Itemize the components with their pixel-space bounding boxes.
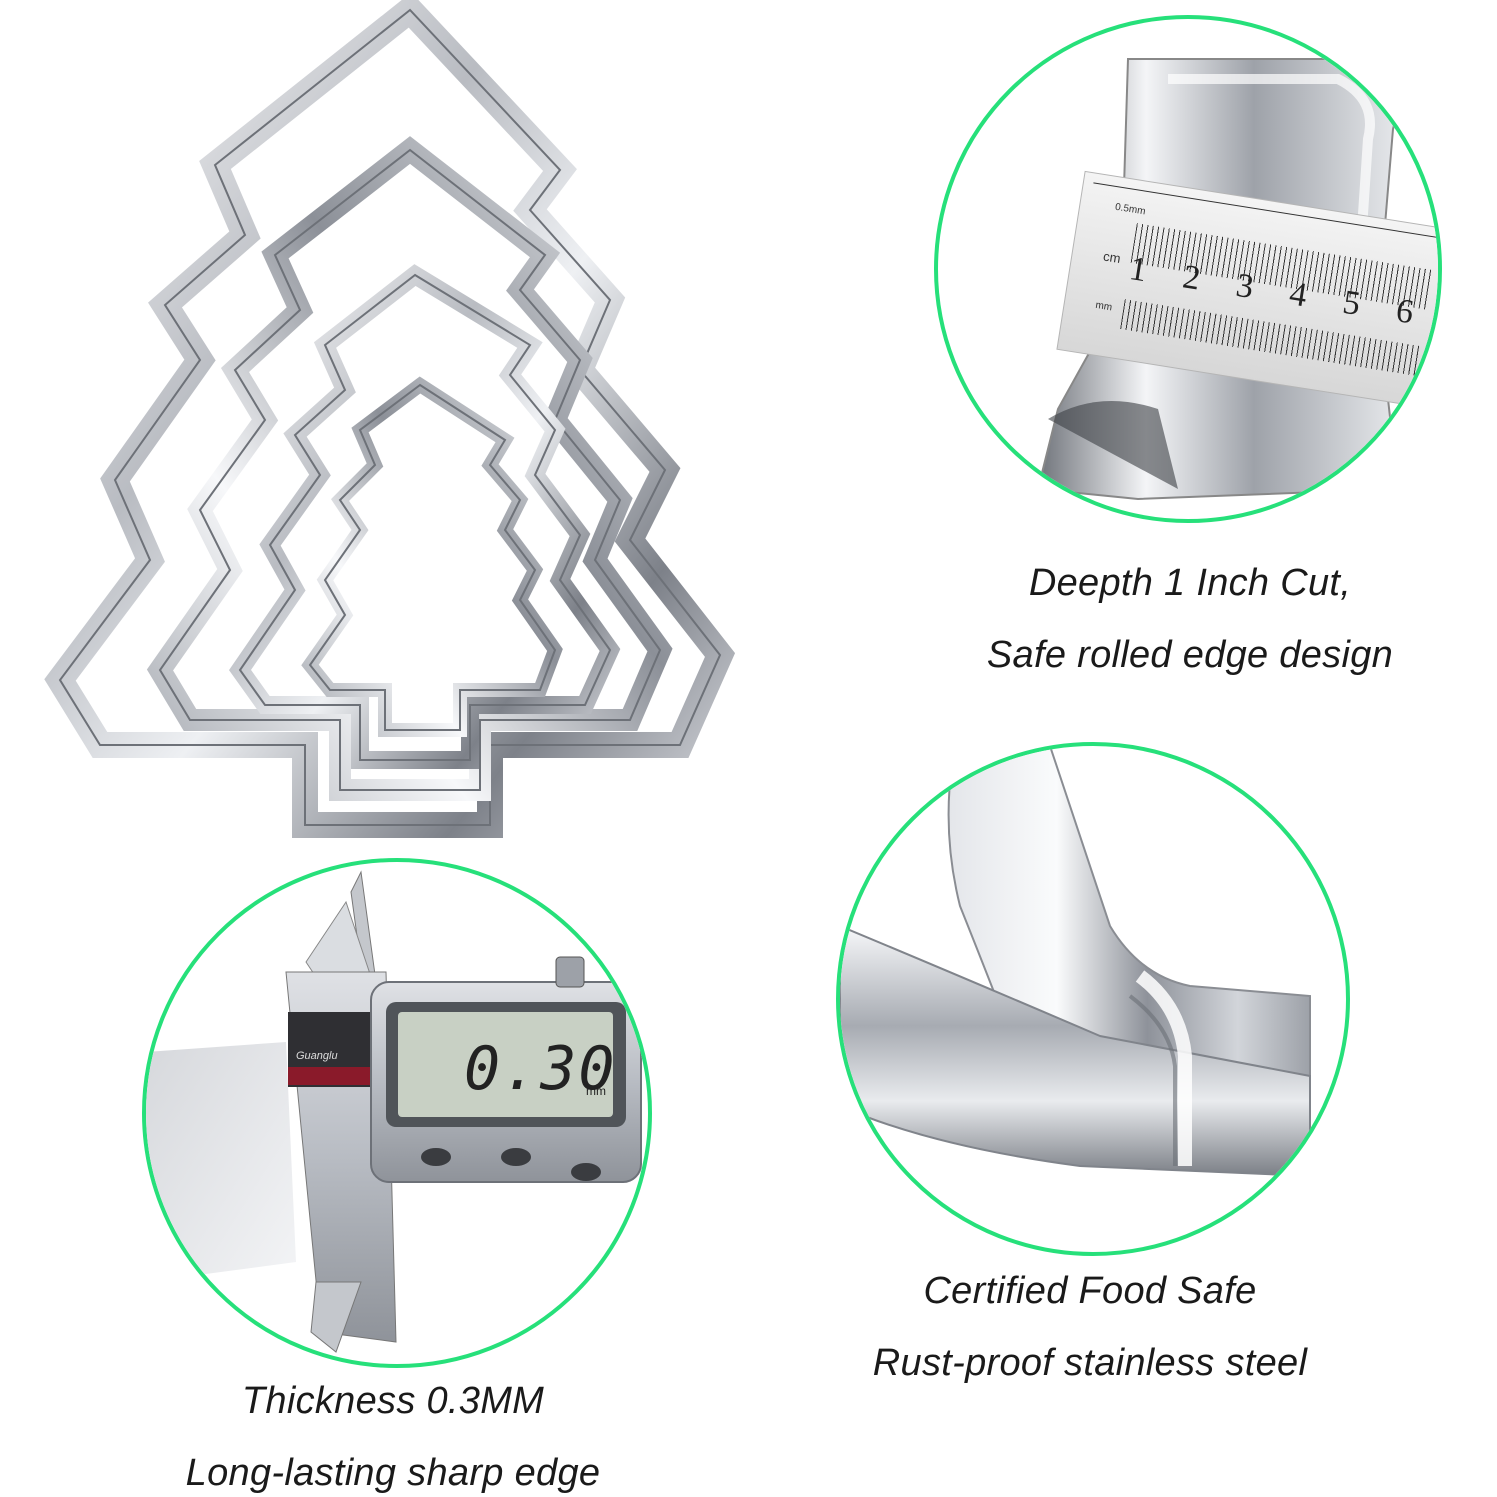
edge-detail-circle xyxy=(836,742,1350,1256)
thickness-detail-circle: Guanglu 0.30 mm xyxy=(142,858,652,1368)
depth-detail-circle: 0.5mm cm mm 1 2 3 4 5 6 xyxy=(934,15,1442,523)
depth-caption-line1: Deepth 1 Inch Cut, xyxy=(1028,562,1352,604)
food-safe-caption-line1: Certified Food Safe xyxy=(923,1270,1257,1312)
thickness-caption-line2: Long-lasting sharp edge xyxy=(185,1452,601,1494)
ruler-number-1: 1 xyxy=(1126,249,1150,290)
ruler-cm-label: cm xyxy=(1102,248,1122,267)
caliper-reading: 0.30 xyxy=(464,1034,617,1104)
caliper-brand-label: Guanglu xyxy=(296,1050,338,1062)
depth-caption-line2: Safe rolled edge design xyxy=(986,634,1394,676)
ruler-ticks-top xyxy=(1130,223,1434,310)
ruler-mm-label: mm xyxy=(1094,299,1113,314)
ruler-half-mm-label: 0.5mm xyxy=(1114,201,1147,218)
thickness-caption-line1: Thickness 0.3MM xyxy=(241,1380,545,1422)
ruler-ticks-bottom xyxy=(1120,299,1422,376)
food-safe-caption-line2: Rust-proof stainless steel xyxy=(872,1342,1308,1384)
caliper-unit: mm xyxy=(586,1084,606,1098)
tree-cutter-set-image xyxy=(40,0,740,840)
